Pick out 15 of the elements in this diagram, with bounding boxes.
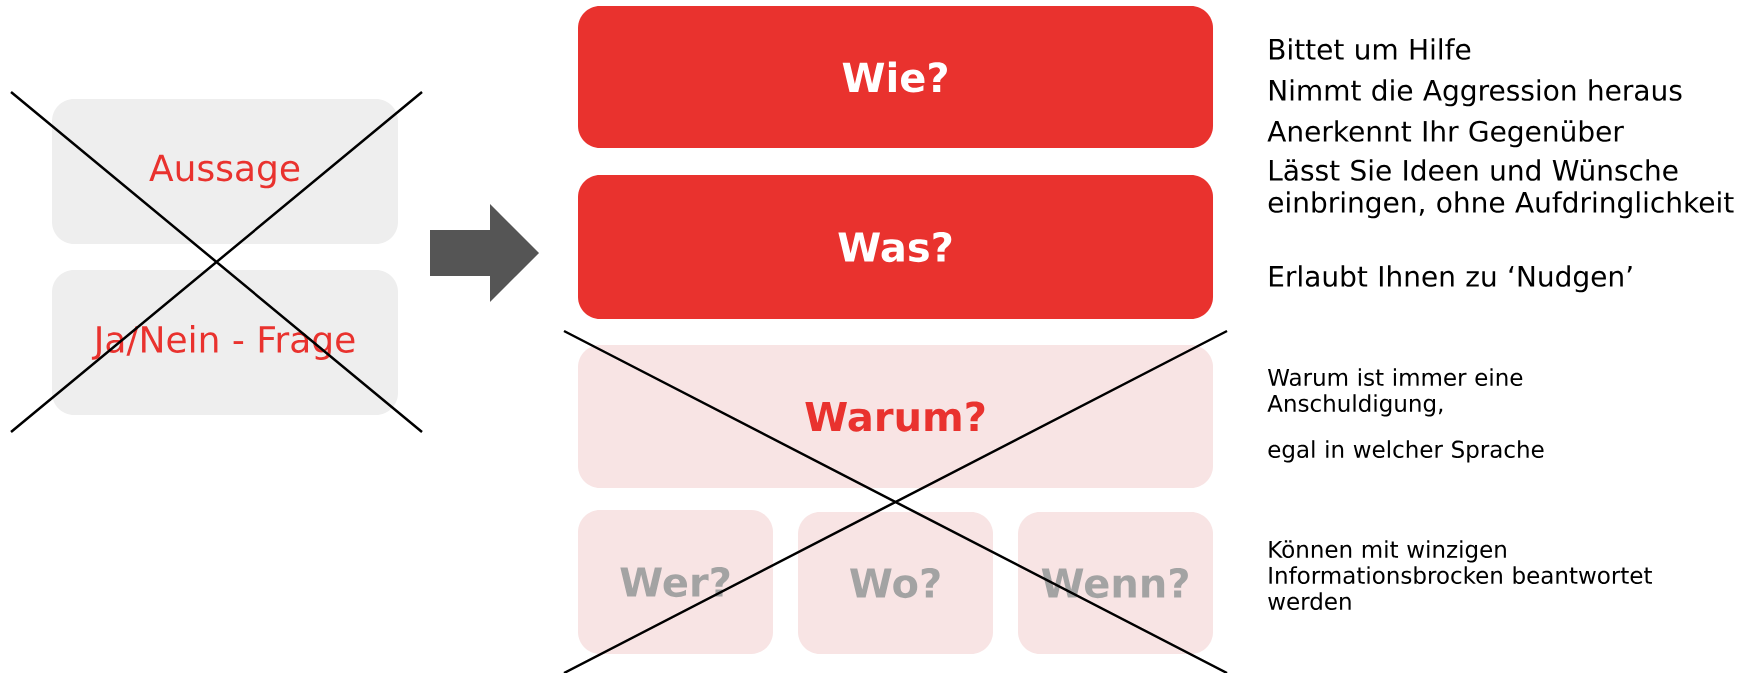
statement-box: Aussage: [52, 99, 398, 244]
note-text: egal in welcher Sprache: [1268, 440, 1544, 463]
note-text: Nimmt die Aggression heraus: [1269, 79, 1682, 107]
note-text: Können mit winzigen Informationsbrocken beantwortet werden: [1268, 540, 1652, 610]
block-arrow: [430, 204, 539, 302]
note-text: Anerkennt Ihr Gegenüber: [1267, 120, 1624, 148]
question-box: Wo?: [798, 512, 993, 654]
note-text: Lässt Sie Ideen und Wünsche einbringen, ohne Aufdringlichkeit: [1268, 159, 1734, 219]
question-box: Warum?: [578, 345, 1213, 488]
question-box: Wie?: [578, 6, 1213, 148]
note-text: Warum ist immer eine Anschuldigung,: [1267, 368, 1523, 417]
note-text: Bittet um Hilfe: [1269, 38, 1471, 60]
note-text: Erlaubt Ihnen zu ‘Nudgen’: [1269, 265, 1632, 293]
question-box: Was?: [578, 175, 1213, 319]
question-box: Wer?: [578, 510, 773, 654]
